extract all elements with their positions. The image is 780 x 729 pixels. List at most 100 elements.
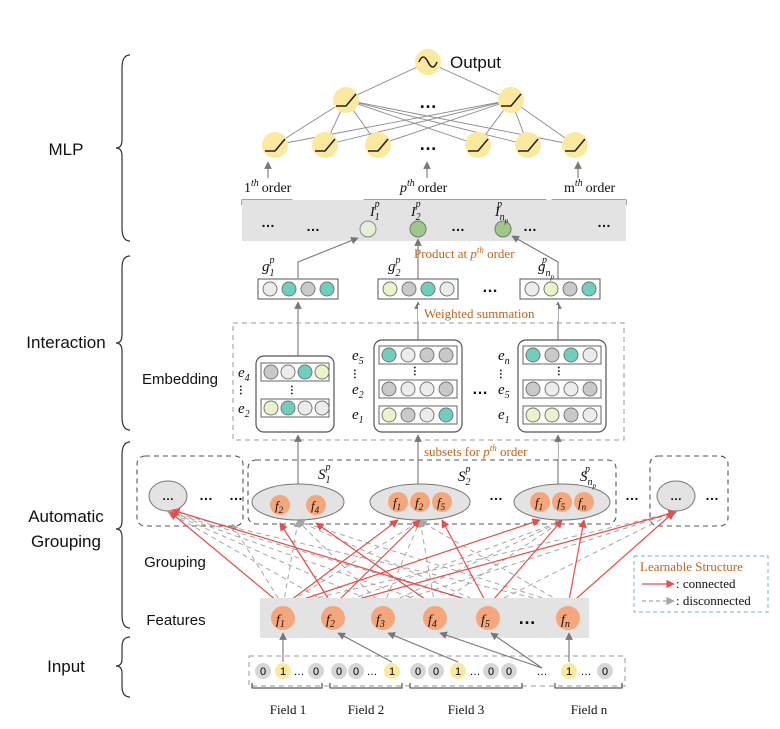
band-ellipsis: … — [597, 214, 611, 230]
order-arrows — [264, 161, 582, 178]
input-bit — [348, 663, 364, 679]
feature-f4 — [423, 606, 447, 630]
product-band — [242, 200, 626, 241]
feature-f1-label: f1 — [276, 613, 285, 630]
input-bit-value: 0 — [353, 666, 359, 678]
hidden-ellipsis: … — [419, 134, 437, 154]
input-bit-value: 0 — [313, 666, 319, 678]
input-bit — [483, 663, 499, 679]
svg-text:…: … — [237, 385, 249, 396]
svg-text:…: … — [288, 385, 300, 396]
relu-neuron — [562, 132, 588, 158]
group-box-right — [649, 455, 729, 527]
group-box-left — [136, 455, 244, 527]
subset-ellipsis: … — [489, 487, 503, 503]
svg-text:f2: f2 — [275, 498, 284, 515]
relu-icon — [501, 93, 522, 107]
grouping-section-label-line2: Grouping — [31, 532, 101, 551]
input-bit-value: 0 — [260, 666, 266, 678]
input-bit-value: 0 — [336, 666, 342, 678]
subset-ellipsis: … — [705, 487, 719, 503]
feature-fn-label: fn — [561, 613, 570, 630]
input-bit-value: 1 — [566, 666, 572, 678]
feature-f2-label: f2 — [326, 613, 335, 630]
product-node-np — [494, 220, 512, 238]
sigmoid-icon — [418, 56, 438, 68]
subset-s1-label: S1p — [318, 462, 331, 486]
legend-title: Learnable Structure — [640, 559, 743, 574]
relu-neuron — [262, 132, 288, 158]
relu-icon — [565, 138, 586, 152]
section-braces — [115, 54, 131, 698]
svg-text:…: … — [351, 369, 363, 380]
hidden-ellipsis: … — [419, 92, 437, 112]
relu-neuron — [365, 132, 391, 158]
relu-neuron — [312, 132, 338, 158]
product-node-2 — [409, 220, 427, 238]
svg-text:f1: f1 — [393, 495, 401, 512]
e1-label: e1 — [352, 407, 364, 426]
subset-ellipsis: … — [625, 487, 639, 503]
grouping-label: Grouping — [144, 554, 206, 571]
field-1-label: Field 1 — [270, 702, 306, 717]
g-vector-2-label: g2p — [388, 255, 401, 279]
embedding-box-1: … — [255, 355, 335, 433]
relu-neuron — [515, 132, 541, 158]
svg-text:f5: f5 — [437, 495, 446, 512]
subset-ellipsis: … — [229, 487, 243, 503]
group-box-p-order — [247, 459, 617, 525]
relu-neuron — [498, 87, 524, 113]
feature-f1 — [271, 606, 295, 630]
input-bit-value: 0 — [433, 666, 439, 678]
embedding-label: Embedding — [142, 371, 218, 388]
field-brackets — [251, 683, 623, 689]
band-ellipsis: … — [523, 218, 537, 234]
g-ellipsis: … — [482, 279, 498, 296]
e4-label: e4 — [238, 365, 250, 384]
embedding-box-np: … — [517, 339, 607, 433]
output-neuron — [415, 49, 441, 75]
feature-f3 — [371, 606, 395, 630]
en-label: en — [498, 348, 510, 367]
product-annotation: Product at pth order — [414, 245, 515, 261]
input-bit-value: 1 — [455, 666, 461, 678]
input-section-label: Input — [47, 657, 85, 676]
input-bit — [501, 663, 517, 679]
g-to-product-arrows — [297, 235, 559, 280]
relu-icon — [315, 138, 336, 152]
hidden-layer-1: … — [262, 132, 588, 158]
feature-f5-label: f5 — [481, 613, 490, 630]
relu-icon — [336, 93, 357, 107]
band-ellipsis: … — [306, 218, 320, 234]
svg-text:f1: f1 — [535, 495, 543, 512]
svg-text:f2: f2 — [415, 495, 424, 512]
e2-label: e2 — [238, 401, 250, 420]
svg-text:f5: f5 — [557, 495, 566, 512]
subset-other-ellipsis: … — [162, 489, 174, 503]
svg-text:fn: fn — [578, 495, 587, 512]
input-bit — [255, 663, 271, 679]
features-ellipsis: … — [518, 608, 536, 628]
relu-icon — [518, 138, 539, 152]
input-bit — [410, 663, 426, 679]
feature-f2 — [321, 606, 345, 630]
feature-f5 — [476, 606, 500, 630]
svg-text:…: … — [555, 366, 567, 377]
input-bit — [561, 663, 577, 679]
input-bit-ellipsis: … — [537, 666, 548, 678]
grouping-section-label-line1: Automatic — [28, 507, 104, 526]
field-n-label: Field n — [571, 702, 608, 717]
input-bit — [308, 663, 324, 679]
weighted-summation-label: Weighted summation — [424, 306, 535, 321]
input-bit-value: 0 — [602, 666, 608, 678]
feature-f3-label: f3 — [376, 613, 385, 630]
field-2-label: Field 2 — [348, 702, 384, 717]
input-bit-value: 1 — [389, 666, 395, 678]
e1-label: e1 — [498, 407, 510, 426]
e5-label: e5 — [352, 348, 364, 367]
